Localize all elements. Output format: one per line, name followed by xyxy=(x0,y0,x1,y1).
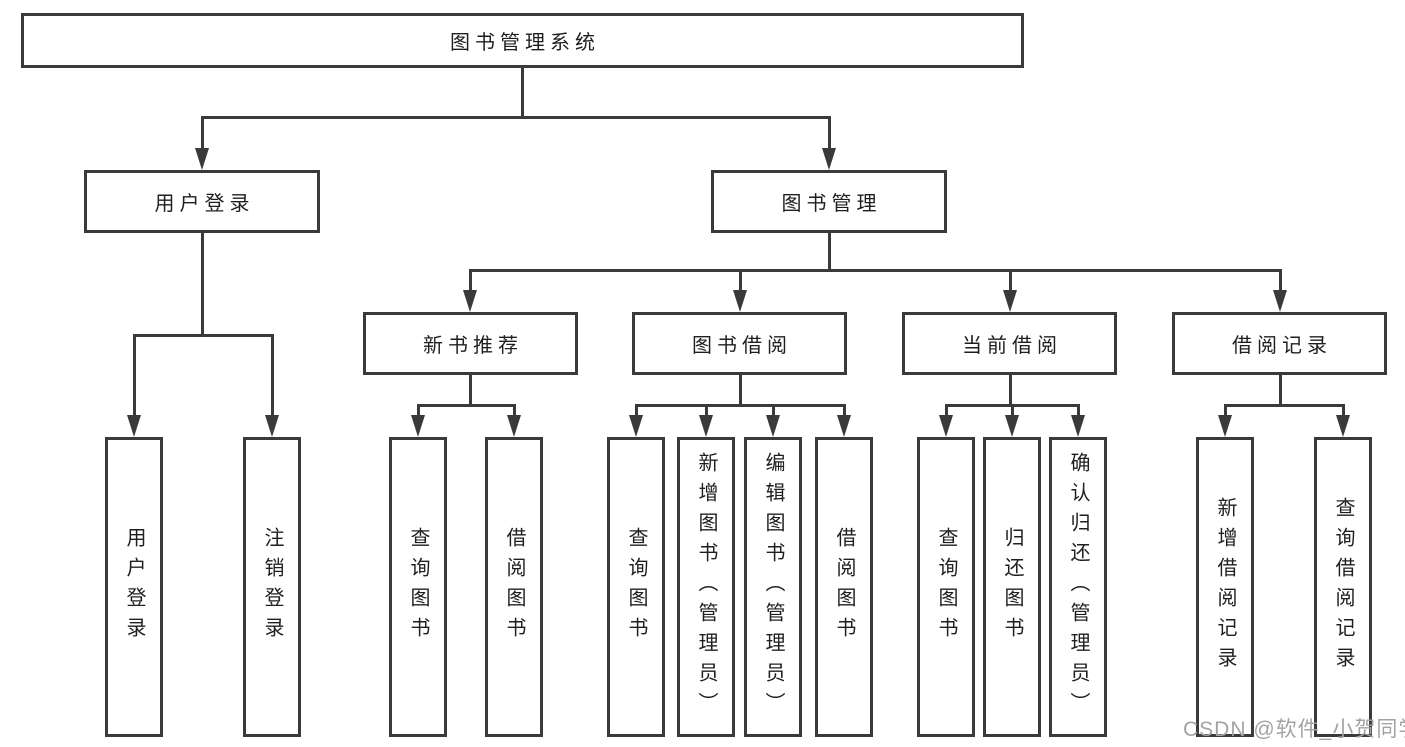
connector-line-vertical xyxy=(468,374,472,407)
arrowhead-down xyxy=(127,415,141,437)
connector-line-vertical xyxy=(771,405,775,419)
node-book-borrow: 图书借阅 xyxy=(632,312,847,375)
leaf-edit-book-admin: 编辑图书（管理员） xyxy=(744,437,802,737)
leaf-add-book-admin: 新增图书（管理员） xyxy=(677,437,735,737)
connector-line-vertical xyxy=(738,374,742,407)
connector-line-horizontal xyxy=(1223,403,1345,407)
connector-line-vertical xyxy=(200,117,204,152)
arrowhead-down xyxy=(733,290,747,312)
leaf-user-login: 用户登录 xyxy=(105,437,163,737)
connector-line-vertical xyxy=(132,335,136,419)
leaf-query-borrow-record: 查询借阅记录 xyxy=(1314,437,1372,737)
connector-line-horizontal xyxy=(634,403,846,407)
node-current-borrow: 当前借阅 xyxy=(902,312,1117,375)
connector-line-vertical xyxy=(842,405,846,419)
node-label: 新书推荐 xyxy=(423,335,523,357)
arrowhead-down xyxy=(1071,415,1085,437)
connector-line-vertical xyxy=(1223,405,1227,419)
arrowhead-down xyxy=(939,415,953,437)
leaf-borrow-books-recommend: 借阅图书 xyxy=(485,437,543,737)
connector-line-vertical xyxy=(512,405,516,419)
leaf-label: 用户登录 xyxy=(123,527,145,647)
arrowhead-down xyxy=(822,148,836,170)
leaf-label: 编辑图书（管理员） xyxy=(762,452,784,722)
connector-line-vertical xyxy=(1008,270,1012,294)
arrowhead-down xyxy=(766,415,780,437)
arrowhead-down xyxy=(463,290,477,312)
node-label: 图书借阅 xyxy=(692,335,792,357)
leaf-borrow-books: 借阅图书 xyxy=(815,437,873,737)
node-user-login: 用户登录 xyxy=(84,170,320,233)
connector-line-horizontal xyxy=(416,403,516,407)
connector-line-vertical xyxy=(200,232,204,337)
node-label: 当前借阅 xyxy=(962,335,1062,357)
node-label: 图书管理系统 xyxy=(450,32,600,54)
arrowhead-down xyxy=(1218,415,1232,437)
arrowhead-down xyxy=(699,415,713,437)
node-label: 用户登录 xyxy=(154,193,255,215)
leaf-query-books-borrow: 查询图书 xyxy=(607,437,665,737)
connector-line-vertical xyxy=(704,405,708,419)
leaf-confirm-return-admin: 确认归还（管理员） xyxy=(1049,437,1107,737)
connector-line-horizontal xyxy=(468,268,1282,272)
leaf-label: 查询图书 xyxy=(407,527,429,647)
connector-line-vertical xyxy=(1278,374,1282,407)
watermark: CSDN @软件_小贺同学 xyxy=(1183,718,1405,741)
arrowhead-down xyxy=(629,415,643,437)
arrowhead-down xyxy=(1005,415,1019,437)
connector-line-vertical xyxy=(1076,405,1080,419)
connector-line-horizontal xyxy=(944,403,1080,407)
leaf-return-book: 归还图书 xyxy=(983,437,1041,737)
connector-line-vertical xyxy=(270,335,274,419)
arrowhead-down xyxy=(411,415,425,437)
node-label: 借阅记录 xyxy=(1232,335,1332,357)
leaf-query-books-current: 查询图书 xyxy=(917,437,975,737)
leaf-label: 查询图书 xyxy=(625,527,647,647)
arrowhead-down xyxy=(507,415,521,437)
connector-line-horizontal xyxy=(132,333,274,337)
leaf-logout: 注销登录 xyxy=(243,437,301,737)
node-label: 图书管理 xyxy=(781,193,882,215)
leaf-label: 借阅图书 xyxy=(503,527,525,647)
node-new-book-recommend: 新书推荐 xyxy=(363,312,578,375)
connector-line-vertical xyxy=(1010,405,1014,419)
arrowhead-down xyxy=(195,148,209,170)
leaf-label: 确认归还（管理员） xyxy=(1067,452,1089,722)
leaf-label: 查询借阅记录 xyxy=(1332,497,1354,677)
connector-line-vertical xyxy=(468,270,472,294)
arrowhead-down xyxy=(837,415,851,437)
node-borrow-records: 借阅记录 xyxy=(1172,312,1387,375)
leaf-label: 借阅图书 xyxy=(833,527,855,647)
connector-line-vertical xyxy=(827,117,831,152)
connector-line-vertical xyxy=(827,232,831,272)
leaf-label: 归还图书 xyxy=(1001,527,1023,647)
connector-line-vertical xyxy=(520,67,524,119)
connector-line-vertical xyxy=(738,270,742,294)
connector-line-vertical xyxy=(1008,374,1012,407)
leaf-add-borrow-record: 新增借阅记录 xyxy=(1196,437,1254,737)
arrowhead-down xyxy=(1003,290,1017,312)
node-library-management-system: 图书管理系统 xyxy=(21,13,1024,68)
leaf-label: 注销登录 xyxy=(261,527,283,647)
connector-line-vertical xyxy=(634,405,638,419)
arrowhead-down xyxy=(265,415,279,437)
connector-line-vertical xyxy=(416,405,420,419)
arrowhead-down xyxy=(1273,290,1287,312)
leaf-label: 新增借阅记录 xyxy=(1214,497,1236,677)
connector-line-vertical xyxy=(1278,270,1282,294)
connector-line-horizontal xyxy=(200,115,831,119)
connector-line-vertical xyxy=(1341,405,1345,419)
arrowhead-down xyxy=(1336,415,1350,437)
connector-line-vertical xyxy=(944,405,948,419)
leaf-label: 查询图书 xyxy=(935,527,957,647)
node-book-management: 图书管理 xyxy=(711,170,947,233)
leaf-query-books-recommend: 查询图书 xyxy=(389,437,447,737)
leaf-label: 新增图书（管理员） xyxy=(695,452,717,722)
